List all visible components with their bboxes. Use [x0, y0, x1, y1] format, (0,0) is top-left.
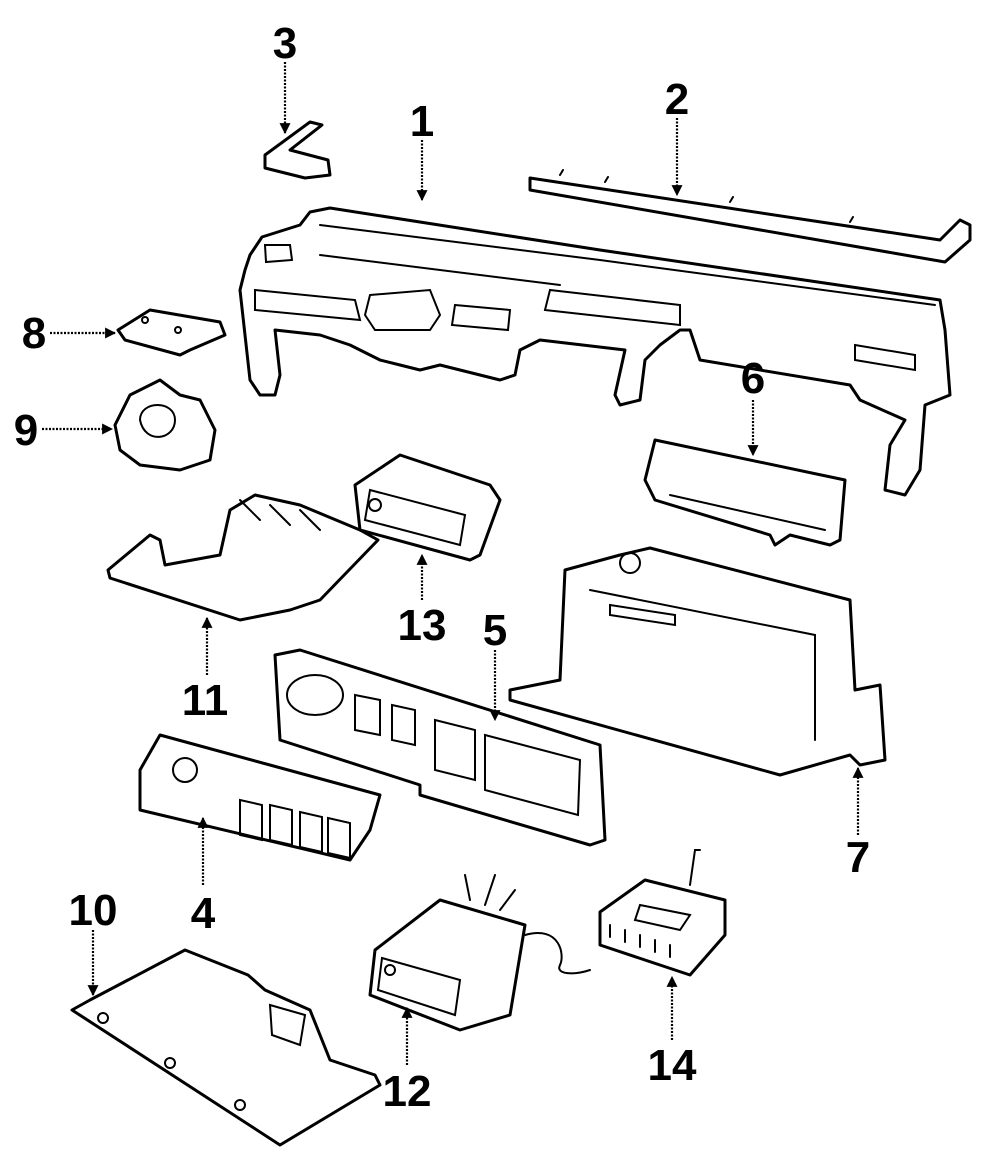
callout-12[interactable]: 12	[383, 1067, 432, 1116]
part-5-center-bezel[interactable]	[273, 648, 607, 847]
part-2-defroster-strip[interactable]	[528, 169, 972, 264]
part-14-control-module[interactable]	[598, 849, 727, 977]
callout-8[interactable]: 8	[22, 309, 46, 358]
callout-7[interactable]: 7	[846, 833, 870, 882]
callout-5[interactable]: 5	[483, 606, 507, 655]
part-13-ash-tray[interactable]	[353, 453, 502, 562]
part-11-reinforcement[interactable]	[106, 493, 380, 622]
part-4-switch-bezel[interactable]	[138, 733, 382, 862]
callout-2[interactable]: 2	[665, 75, 689, 124]
part-10-lower-cover[interactable]	[70, 948, 382, 1147]
part-9-clip[interactable]	[113, 378, 217, 472]
part-7-glove-box[interactable]	[508, 546, 887, 777]
part-6-glove-box-door[interactable]	[643, 438, 847, 547]
leader-lines	[42, 62, 864, 1065]
part-3-bracket[interactable]	[263, 120, 332, 180]
callout-6[interactable]: 6	[741, 354, 765, 403]
callout-labels: 1 2 3 4 5 6 7 8 9 10 11 12 13 14	[14, 19, 870, 1116]
callout-9[interactable]: 9	[14, 406, 38, 455]
callout-13[interactable]: 13	[398, 601, 447, 650]
part-8-mounting-bracket[interactable]	[116, 308, 227, 357]
callout-3[interactable]: 3	[273, 19, 297, 68]
callout-1[interactable]: 1	[410, 97, 434, 146]
part-1-instrument-panel[interactable]	[238, 206, 952, 497]
callout-10[interactable]: 10	[69, 886, 118, 935]
callout-11[interactable]: 11	[182, 676, 229, 725]
callout-14[interactable]: 14	[648, 1041, 697, 1090]
part-12-radio[interactable]	[368, 874, 591, 1032]
callout-4[interactable]: 4	[191, 889, 216, 938]
